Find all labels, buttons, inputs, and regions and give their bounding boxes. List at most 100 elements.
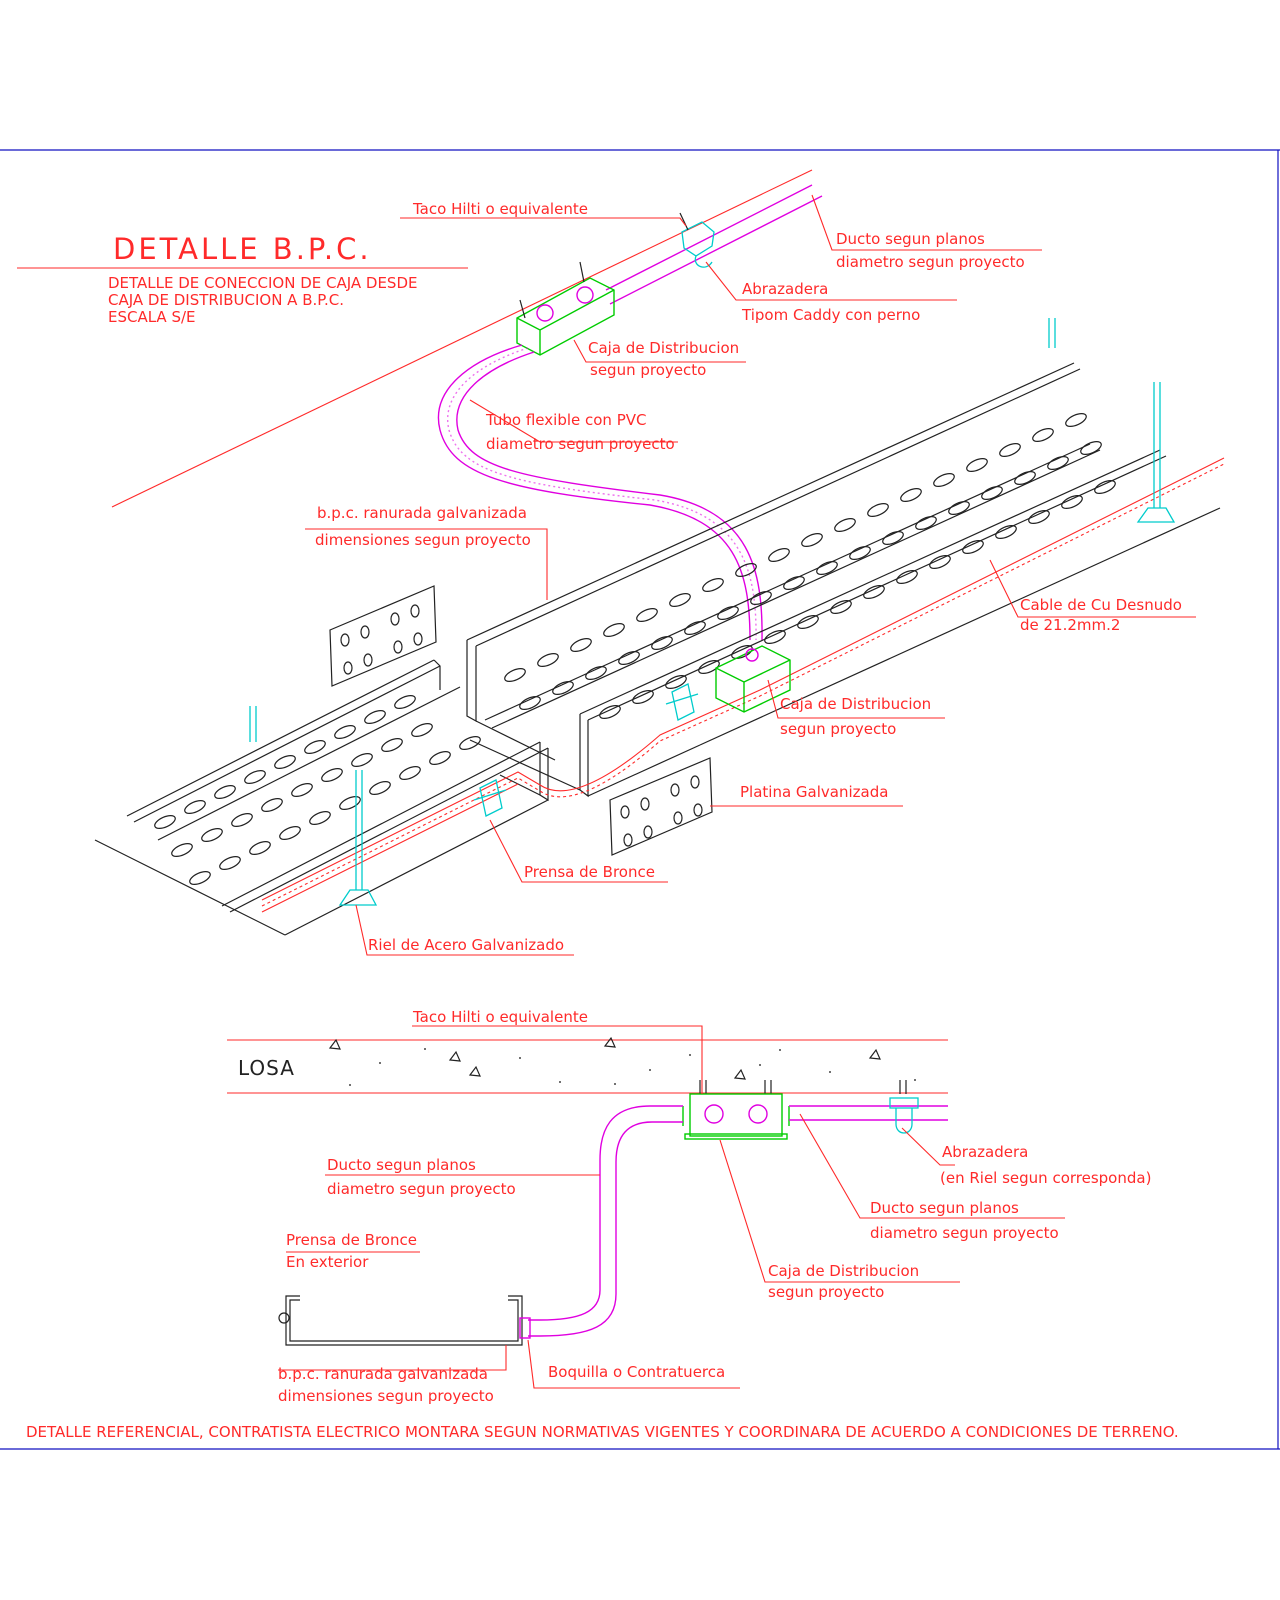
iso-label-caja-top-1: Caja de Distribucion xyxy=(588,339,739,357)
tray-slot xyxy=(981,486,1003,500)
plate-hole xyxy=(340,633,350,647)
iso-label-prensa: Prensa de Bronce xyxy=(524,863,655,881)
plate-hole xyxy=(410,604,420,618)
tray-slot xyxy=(201,828,223,842)
iso-label-bpc-1: b.p.c. ranurada galvanizada xyxy=(317,504,527,522)
section-label-ducto-left-2: diametro segun proyecto xyxy=(327,1180,516,1198)
tray-slot xyxy=(665,675,687,689)
iso-label-cable-1: Cable de Cu Desnudo xyxy=(1020,596,1182,614)
concrete-aggregate xyxy=(649,1069,651,1071)
tray-slot xyxy=(291,783,313,797)
plate-hole xyxy=(690,775,700,789)
iso-label-ducto-1: Ducto segun planos xyxy=(836,230,985,248)
tray-slot xyxy=(867,503,889,517)
tray-slot xyxy=(381,738,403,752)
tray-slot xyxy=(154,815,176,829)
section-duct-right xyxy=(789,1105,948,1121)
section-view: LOSA xyxy=(227,1008,1151,1405)
plate-hole xyxy=(693,803,703,817)
iso-top-distribution-box xyxy=(516,261,615,356)
concrete-aggregate xyxy=(829,1071,831,1073)
section-label-taco: Taco Hilti o equivalente xyxy=(412,1008,588,1026)
iso-bronze-clamp-left xyxy=(473,779,507,817)
tray-slot xyxy=(896,570,918,584)
tray-slot xyxy=(863,585,885,599)
tray-slot xyxy=(632,690,654,704)
drawing-scale: ESCALA S/E xyxy=(108,308,196,326)
tray-slot xyxy=(585,666,607,680)
section-slab: LOSA xyxy=(227,1036,948,1094)
tray-slot xyxy=(411,723,433,737)
plate-hole xyxy=(620,805,630,819)
iso-label-platina: Platina Galvanizada xyxy=(740,783,888,801)
plate-hole xyxy=(670,783,680,797)
iso-label-riel: Riel de Acero Galvanizado xyxy=(368,936,564,954)
iso-label-tubo-1: Tubo flexible con PVC xyxy=(485,411,646,429)
concrete-aggregate xyxy=(759,1064,761,1066)
iso-label-caja-low-2: segun proyecto xyxy=(780,720,896,738)
section-label-prensa-1: Prensa de Bronce xyxy=(286,1231,417,1249)
iso-flexible-tube xyxy=(437,344,763,641)
tray-slot xyxy=(504,668,526,682)
slab-edge-line xyxy=(111,169,813,508)
iso-label-caja-low-1: Caja de Distribucion xyxy=(780,695,931,713)
sheet-frame xyxy=(0,149,1280,1450)
tray-slot xyxy=(933,473,955,487)
iso-tray-right-slots xyxy=(504,413,1116,719)
iso-hanger-rod-left xyxy=(338,770,378,906)
iso-cable-tray-left xyxy=(94,659,549,936)
iso-hanger-rod-stub-left xyxy=(249,706,257,742)
tray-slot xyxy=(1094,480,1116,494)
iso-label-cable-2: de 21.2mm.2 xyxy=(1020,616,1120,634)
section-duct-left xyxy=(528,1105,683,1337)
plate-hole xyxy=(413,632,423,646)
tray-slot xyxy=(797,615,819,629)
tray-slot xyxy=(915,516,937,530)
plate-hole xyxy=(343,661,353,675)
iso-leader-lines xyxy=(305,194,1196,956)
tray-slot xyxy=(768,548,790,562)
section-label-caja-2: segun proyecto xyxy=(768,1283,884,1301)
drawing-subtitle-line-1: DETALLE DE CONECCION DE CAJA DESDE xyxy=(108,274,418,292)
tray-slot xyxy=(603,623,625,637)
tray-slot xyxy=(995,525,1017,539)
tray-slot xyxy=(189,871,211,885)
tray-slot xyxy=(929,555,951,569)
tray-slot xyxy=(834,518,856,532)
tray-slot xyxy=(231,813,253,827)
tray-slot xyxy=(214,785,236,799)
footer-note: DETALLE REFERENCIAL, CONTRATISTA ELECTRI… xyxy=(26,1423,1179,1441)
tray-slot xyxy=(783,576,805,590)
tray-slot xyxy=(801,533,823,547)
tray-slot xyxy=(849,546,871,560)
isometric-view: Taco Hilti o equivalente Ducto segun pla… xyxy=(94,169,1225,956)
section-label-boquilla: Boquilla o Contratuerca xyxy=(548,1363,725,1381)
tray-slot xyxy=(244,770,266,784)
tray-slot xyxy=(249,841,271,855)
tray-slot xyxy=(816,561,838,575)
iso-hanger-rod-right xyxy=(1136,382,1176,523)
plate-hole xyxy=(390,612,400,626)
concrete-aggregate xyxy=(779,1049,781,1051)
section-leader-lines xyxy=(278,1025,1065,1389)
tray-slot xyxy=(279,826,301,840)
tray-slot xyxy=(966,458,988,472)
title-block: DETALLE B.P.C. DETALLE DE CONECCION DE C… xyxy=(17,232,468,326)
iso-hanger-rod-stub-right xyxy=(1048,318,1056,348)
tray-slot xyxy=(1047,456,1069,470)
iso-bare-copper-cable xyxy=(261,457,1225,913)
concrete-aggregate xyxy=(519,1057,521,1059)
slab-concrete-hatch xyxy=(328,1036,916,1086)
tray-slot xyxy=(651,636,673,650)
section-distribution-box xyxy=(682,1093,790,1140)
concrete-aggregate xyxy=(733,1068,746,1080)
section-label-caja-1: Caja de Distribucion xyxy=(768,1262,919,1280)
tray-slot xyxy=(369,781,391,795)
tray-slot xyxy=(764,630,786,644)
tray-slot xyxy=(351,753,373,767)
tray-slot xyxy=(750,591,772,605)
plate-hole xyxy=(640,797,650,811)
section-label-ducto-right-1: Ducto segun planos xyxy=(870,1199,1019,1217)
iso-label-ducto-2: diametro segun proyecto xyxy=(836,253,1025,271)
tray-slot xyxy=(735,563,757,577)
